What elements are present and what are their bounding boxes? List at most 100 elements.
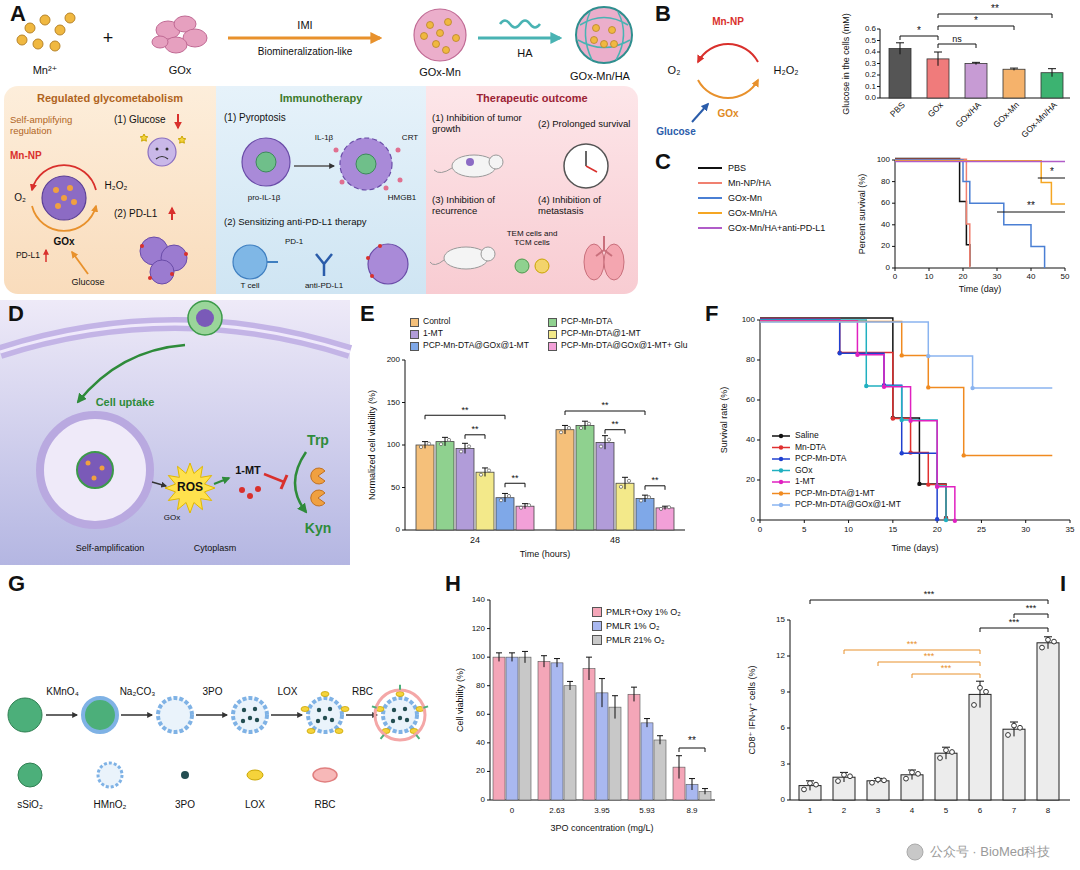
tick-label: GOx: [926, 101, 945, 120]
error-cap: [702, 788, 708, 789]
hmno2-icon: [98, 763, 122, 787]
figure-label: GOx: [164, 513, 180, 522]
3po-dot: [317, 708, 321, 712]
survival-curve: [895, 160, 1045, 268]
survival-marker: [900, 418, 904, 422]
error-cap: [676, 755, 682, 756]
data-dot: [667, 506, 670, 509]
gox-dot: [71, 199, 77, 205]
tick-label: 12: [776, 651, 785, 660]
tick-label: 0.3: [865, 59, 876, 68]
x-axis: [760, 520, 1070, 521]
bar: [538, 661, 550, 800]
mouse-head: [481, 247, 495, 261]
panel-letter: A: [10, 1, 26, 26]
pd-l1-dot: [370, 274, 374, 278]
legend-swatch: [592, 635, 602, 645]
legend-marker: [779, 468, 783, 472]
panel-letter: G: [8, 571, 25, 596]
bar: [1003, 729, 1025, 800]
3po-dot: [241, 719, 245, 723]
tick-label: 10: [925, 272, 934, 281]
survival-marker: [926, 482, 930, 486]
3po-dot: [242, 708, 246, 712]
tick: [963, 268, 964, 271]
error-cap: [642, 495, 648, 496]
tick-label: 40: [881, 220, 890, 229]
mn-ion: [40, 15, 50, 25]
pd-l1-dot: [366, 256, 370, 260]
bar: [516, 506, 534, 530]
tick-label: 60: [476, 710, 485, 719]
mouse-head: [489, 155, 503, 169]
band-text: (1) Pyroptosis: [224, 112, 286, 124]
released-factor: [396, 148, 401, 153]
decrease-arrow: [177, 114, 179, 128]
1mt-dot: [239, 487, 245, 493]
tick: [877, 86, 880, 87]
y-axis: [790, 620, 791, 800]
legend-text: GOx-Mn: [728, 193, 762, 203]
significance: ***: [924, 651, 935, 661]
survival-marker: [882, 385, 886, 389]
bar: [867, 781, 889, 800]
panel-letter: D: [8, 301, 24, 326]
error-bar: [570, 681, 571, 690]
tick-label: 20: [881, 242, 890, 251]
error-cap: [582, 421, 588, 422]
tick: [757, 440, 760, 441]
survival-marker: [935, 485, 939, 489]
band-text: (3) Inhibition of recurrence: [432, 195, 532, 217]
axis-title: Normalized cell viability (%): [367, 390, 377, 500]
tick: [787, 692, 790, 693]
step-label: LOX: [277, 686, 297, 698]
error-bar: [485, 468, 486, 477]
bar: [965, 64, 987, 99]
significance-bracket: [465, 435, 485, 439]
survival-curve: [760, 322, 1052, 388]
data-dot: [904, 776, 909, 781]
tick-label: 80: [881, 177, 890, 186]
error-bar: [525, 504, 526, 509]
tick: [402, 402, 405, 403]
survival-marker: [944, 518, 948, 522]
legend-marker: [779, 457, 783, 461]
lox-icon: [247, 770, 263, 780]
tick: [757, 320, 760, 321]
figure-label: Biomineralization-like: [258, 46, 352, 58]
tick: [892, 160, 895, 161]
3po-dot: [248, 716, 252, 720]
data-dot: [527, 504, 530, 507]
mn-dot: [443, 47, 450, 54]
panel-letter: H: [445, 571, 461, 596]
mn-dot: [611, 41, 618, 48]
error-bar: [499, 653, 500, 662]
survival-marker: [926, 385, 930, 389]
tick-label: 100: [877, 155, 890, 164]
mno2-coated-sphere: [83, 698, 117, 732]
tumor-cell: [242, 138, 290, 186]
tick: [787, 728, 790, 729]
survival-marker: [900, 451, 904, 455]
1mt-dot: [247, 493, 253, 499]
pd-l1-dot: [140, 244, 144, 248]
tick-label: 7: [1012, 806, 1016, 815]
error-cap: [554, 658, 560, 659]
tick-label: 0: [751, 515, 755, 524]
tick: [981, 520, 982, 523]
nanoparticle: [77, 452, 113, 488]
y-axis: [760, 320, 761, 520]
data-dot: [639, 499, 642, 502]
bar: [556, 430, 574, 530]
mn-dot: [601, 41, 608, 48]
ros-burst: [178, 136, 186, 143]
ros-arrow: [152, 482, 166, 486]
tick-label: 15: [776, 615, 785, 624]
significance-line: [1038, 178, 1065, 179]
tick-label: 8.9: [686, 806, 697, 815]
band-text: HMGB1: [388, 193, 416, 202]
bar: [636, 499, 654, 530]
mn-dot: [453, 35, 460, 42]
bar: [641, 723, 653, 800]
tick: [895, 268, 896, 271]
